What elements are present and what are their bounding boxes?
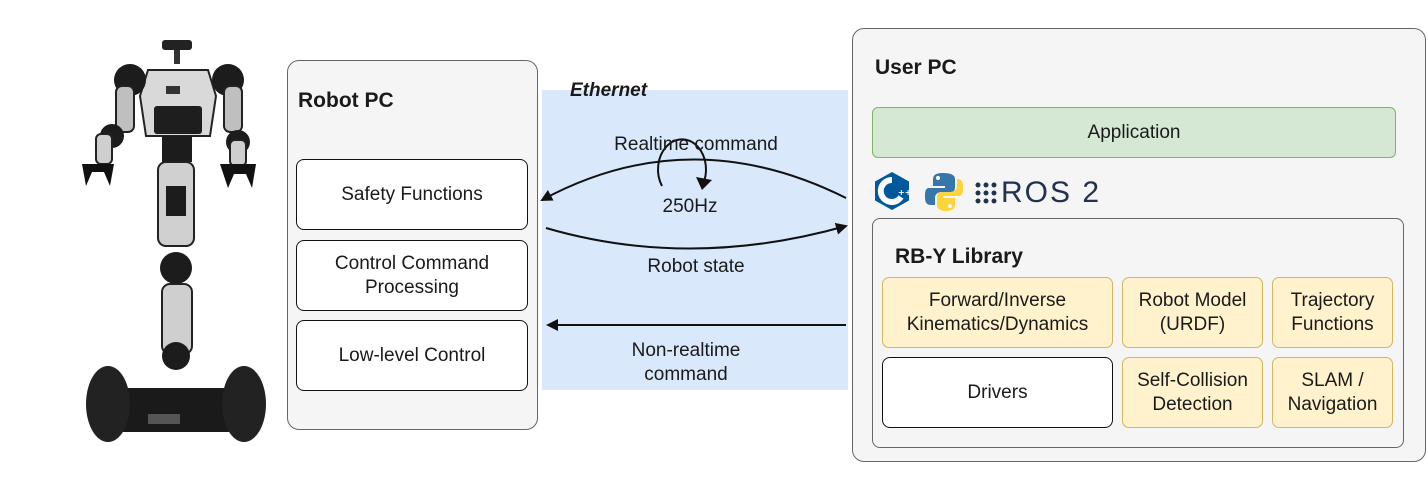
robot-pc-title: Robot PC	[298, 89, 394, 112]
cpp-icon: ++	[875, 172, 911, 210]
ros-label: ROS 2	[1001, 176, 1102, 209]
safety-functions-block: Safety Functions	[296, 159, 528, 230]
nonrealtime-command-label: Non-realtime command	[631, 340, 741, 385]
low-level-control-block: Low-level Control	[296, 320, 528, 391]
kinematics-dynamics-module: Forward/Inverse Kinematics/Dynamics	[882, 277, 1113, 348]
python-icon	[925, 173, 963, 211]
ros-icon	[975, 182, 997, 204]
robot-state-label: Robot state	[647, 256, 745, 277]
control-command-processing-block: Control Command Processing	[296, 240, 528, 311]
realtime-command-arrow	[540, 158, 847, 201]
robot-illustration	[82, 40, 266, 442]
drivers-module: Drivers	[882, 357, 1113, 428]
ethernet-label: Ethernet	[570, 80, 648, 101]
self-collision-module: Self-Collision Detection	[1122, 357, 1263, 428]
robot-model-module: Robot Model (URDF)	[1122, 277, 1263, 348]
application-block: Application	[872, 107, 1396, 158]
user-pc-title: User PC	[875, 56, 957, 79]
cycle-arrow	[657, 138, 707, 187]
slam-navigation-module: SLAM / Navigation	[1272, 357, 1393, 428]
robot-state-arrow	[545, 222, 848, 250]
rby-library-title: RB-Y Library	[895, 245, 1023, 268]
svg-text:++: ++	[898, 188, 911, 197]
realtime-command-label: Realtime command	[614, 134, 778, 155]
rate-label: 250Hz	[662, 196, 718, 217]
trajectory-functions-module: Trajectory Functions	[1272, 277, 1393, 348]
